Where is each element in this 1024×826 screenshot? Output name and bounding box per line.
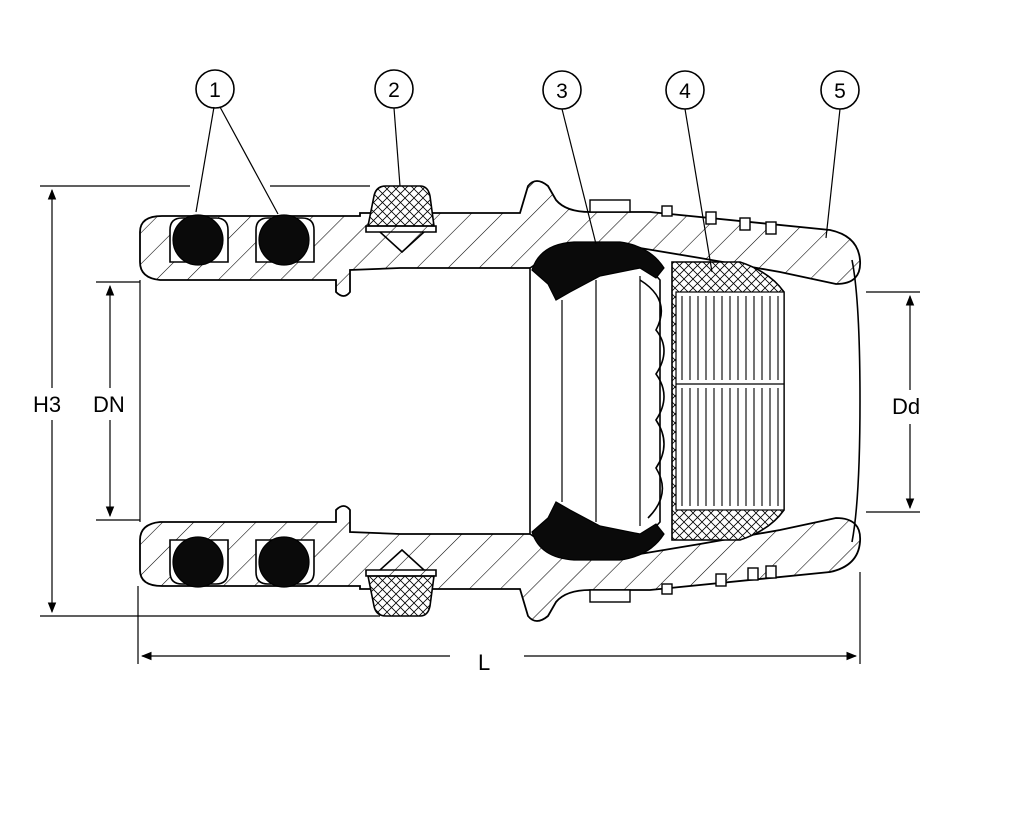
callout-4-number: 4	[679, 80, 691, 103]
o-ring-lower-left	[172, 536, 224, 588]
dimension-l: L	[140, 650, 858, 675]
callout-1: 1	[195, 69, 235, 109]
callout-1-number: 1	[209, 79, 221, 102]
threaded-insert	[671, 261, 785, 541]
outer-body-ridges	[589, 199, 777, 603]
callout-4: 4	[665, 70, 705, 110]
callout-3: 3	[542, 70, 582, 110]
sealing-sleeve	[529, 241, 665, 561]
callout-5-number: 5	[834, 80, 846, 103]
label-h3: H3	[33, 392, 61, 417]
extension-lines	[40, 185, 920, 664]
label-dn: DN	[93, 392, 125, 417]
bore-lines	[139, 280, 337, 522]
dimension-dn: DN	[93, 284, 125, 518]
callout-5: 5	[820, 70, 860, 110]
callout-2: 2	[374, 69, 414, 109]
dimension-h3: H3	[33, 188, 61, 614]
o-rings	[172, 214, 310, 588]
callout-3-number: 3	[556, 80, 568, 103]
dimension-dd: Dd	[892, 294, 920, 510]
o-ring-upper-left	[172, 214, 224, 266]
o-ring-upper-right	[258, 214, 310, 266]
callout-2-number: 2	[388, 79, 400, 102]
body-end-face	[851, 259, 861, 543]
press-indicator	[365, 185, 437, 617]
callout-leaders	[195, 106, 841, 273]
label-l: L	[478, 650, 490, 675]
label-dd: Dd	[892, 394, 920, 419]
o-ring-lower-right	[258, 536, 310, 588]
